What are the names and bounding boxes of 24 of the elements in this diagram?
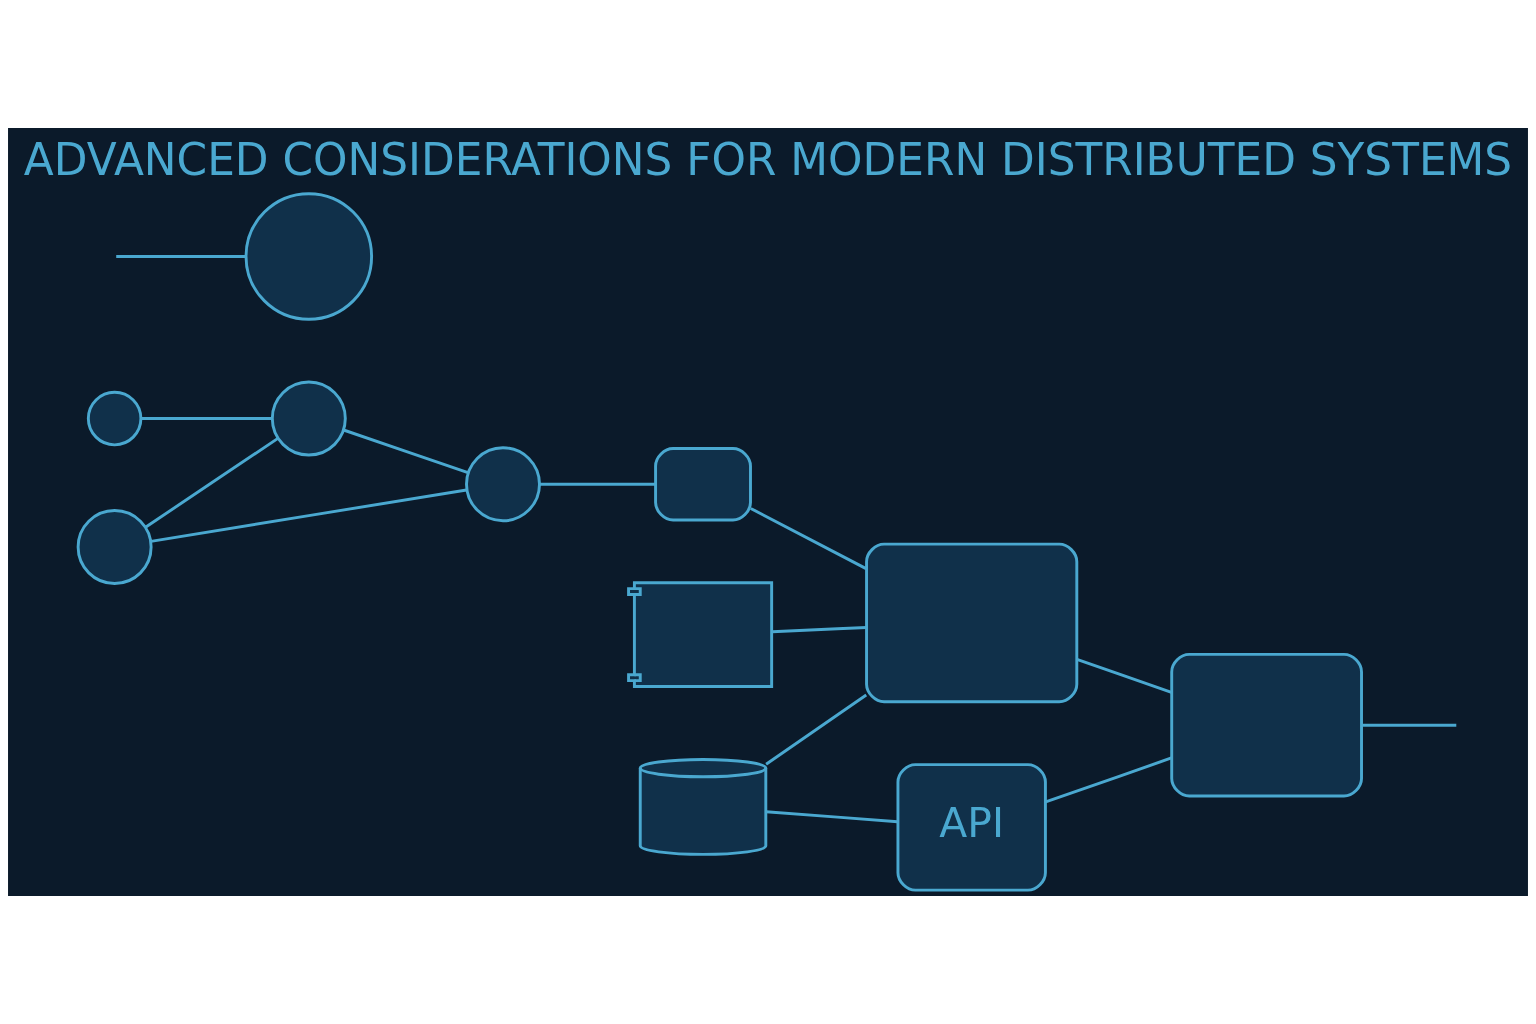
node-circle: [465, 446, 541, 523]
connector: [772, 626, 867, 634]
connector: [750, 507, 867, 570]
connector: [116, 255, 246, 258]
connector: [539, 482, 656, 486]
connector: [150, 488, 467, 543]
connector: [766, 810, 898, 824]
node-box: [865, 542, 1079, 704]
node-box: API: [896, 763, 1047, 892]
node-circle: [244, 192, 374, 321]
connector: [141, 417, 272, 420]
connector: [1076, 657, 1172, 694]
connector: [1361, 723, 1457, 727]
connector: [144, 437, 279, 529]
connector: [1045, 756, 1172, 804]
node-box: [1170, 652, 1363, 798]
node-circle: [76, 509, 153, 585]
node-circle: [270, 380, 347, 457]
diagram-title: ADVANCED CONSIDERATIONS FOR MODERN DISTRIBUTED SYSTEMS: [23, 133, 1513, 185]
node-circle: [86, 390, 143, 447]
node-picture: [627, 581, 774, 688]
connector: [765, 693, 868, 766]
node-box: [654, 447, 752, 522]
connector: [343, 428, 469, 475]
